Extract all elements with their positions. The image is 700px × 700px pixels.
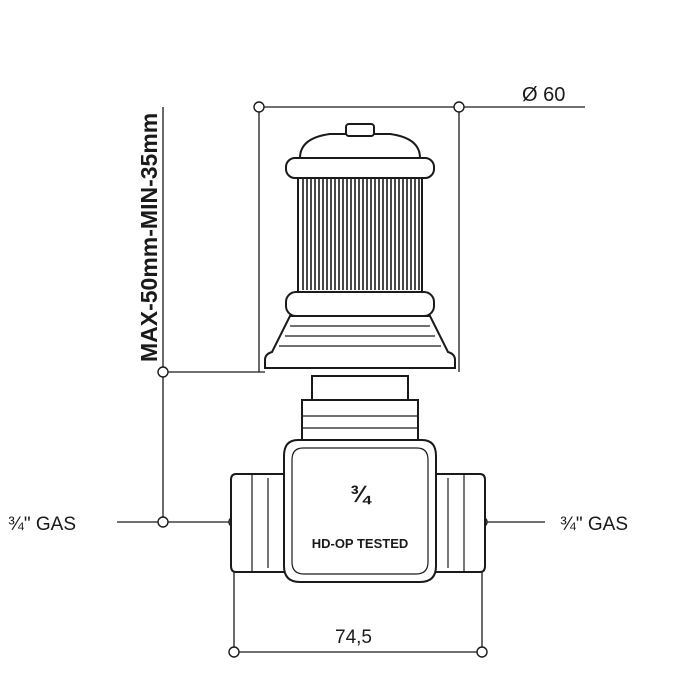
cap-top-nub [345,123,375,137]
central-body-inner-outline [291,447,429,575]
bonnet-neck [301,399,419,441]
cap-stepped-base [264,315,456,369]
cap-lower-ring [285,291,435,317]
dimension-node [157,516,169,528]
body-test-mark: HD-OP TESTED [312,536,409,551]
valve-body [230,375,486,583]
dimension-node [228,646,240,658]
width-label: 74,5 [335,627,372,648]
cap-dome [298,133,422,159]
right-threaded-port [429,473,486,573]
diameter-label: Ø 60 [522,84,565,106]
height-range-label: MAX-50mm-MIN-35mm [136,113,162,362]
dimension-node [476,646,488,658]
left-threaded-port [230,473,291,573]
dimension-node [157,366,169,378]
body-size-mark: ¾ [350,481,372,508]
right-port-label: ¾" GAS [560,514,628,535]
handwheel-cap [264,123,456,369]
cap-upper-ring [285,157,435,179]
left-port-label: ¾" GAS [8,514,76,535]
central-body [283,439,437,583]
dimension-node [253,101,265,113]
dimension-node [453,101,465,113]
spindle-collar [311,375,409,401]
knurl-lines [302,178,420,290]
